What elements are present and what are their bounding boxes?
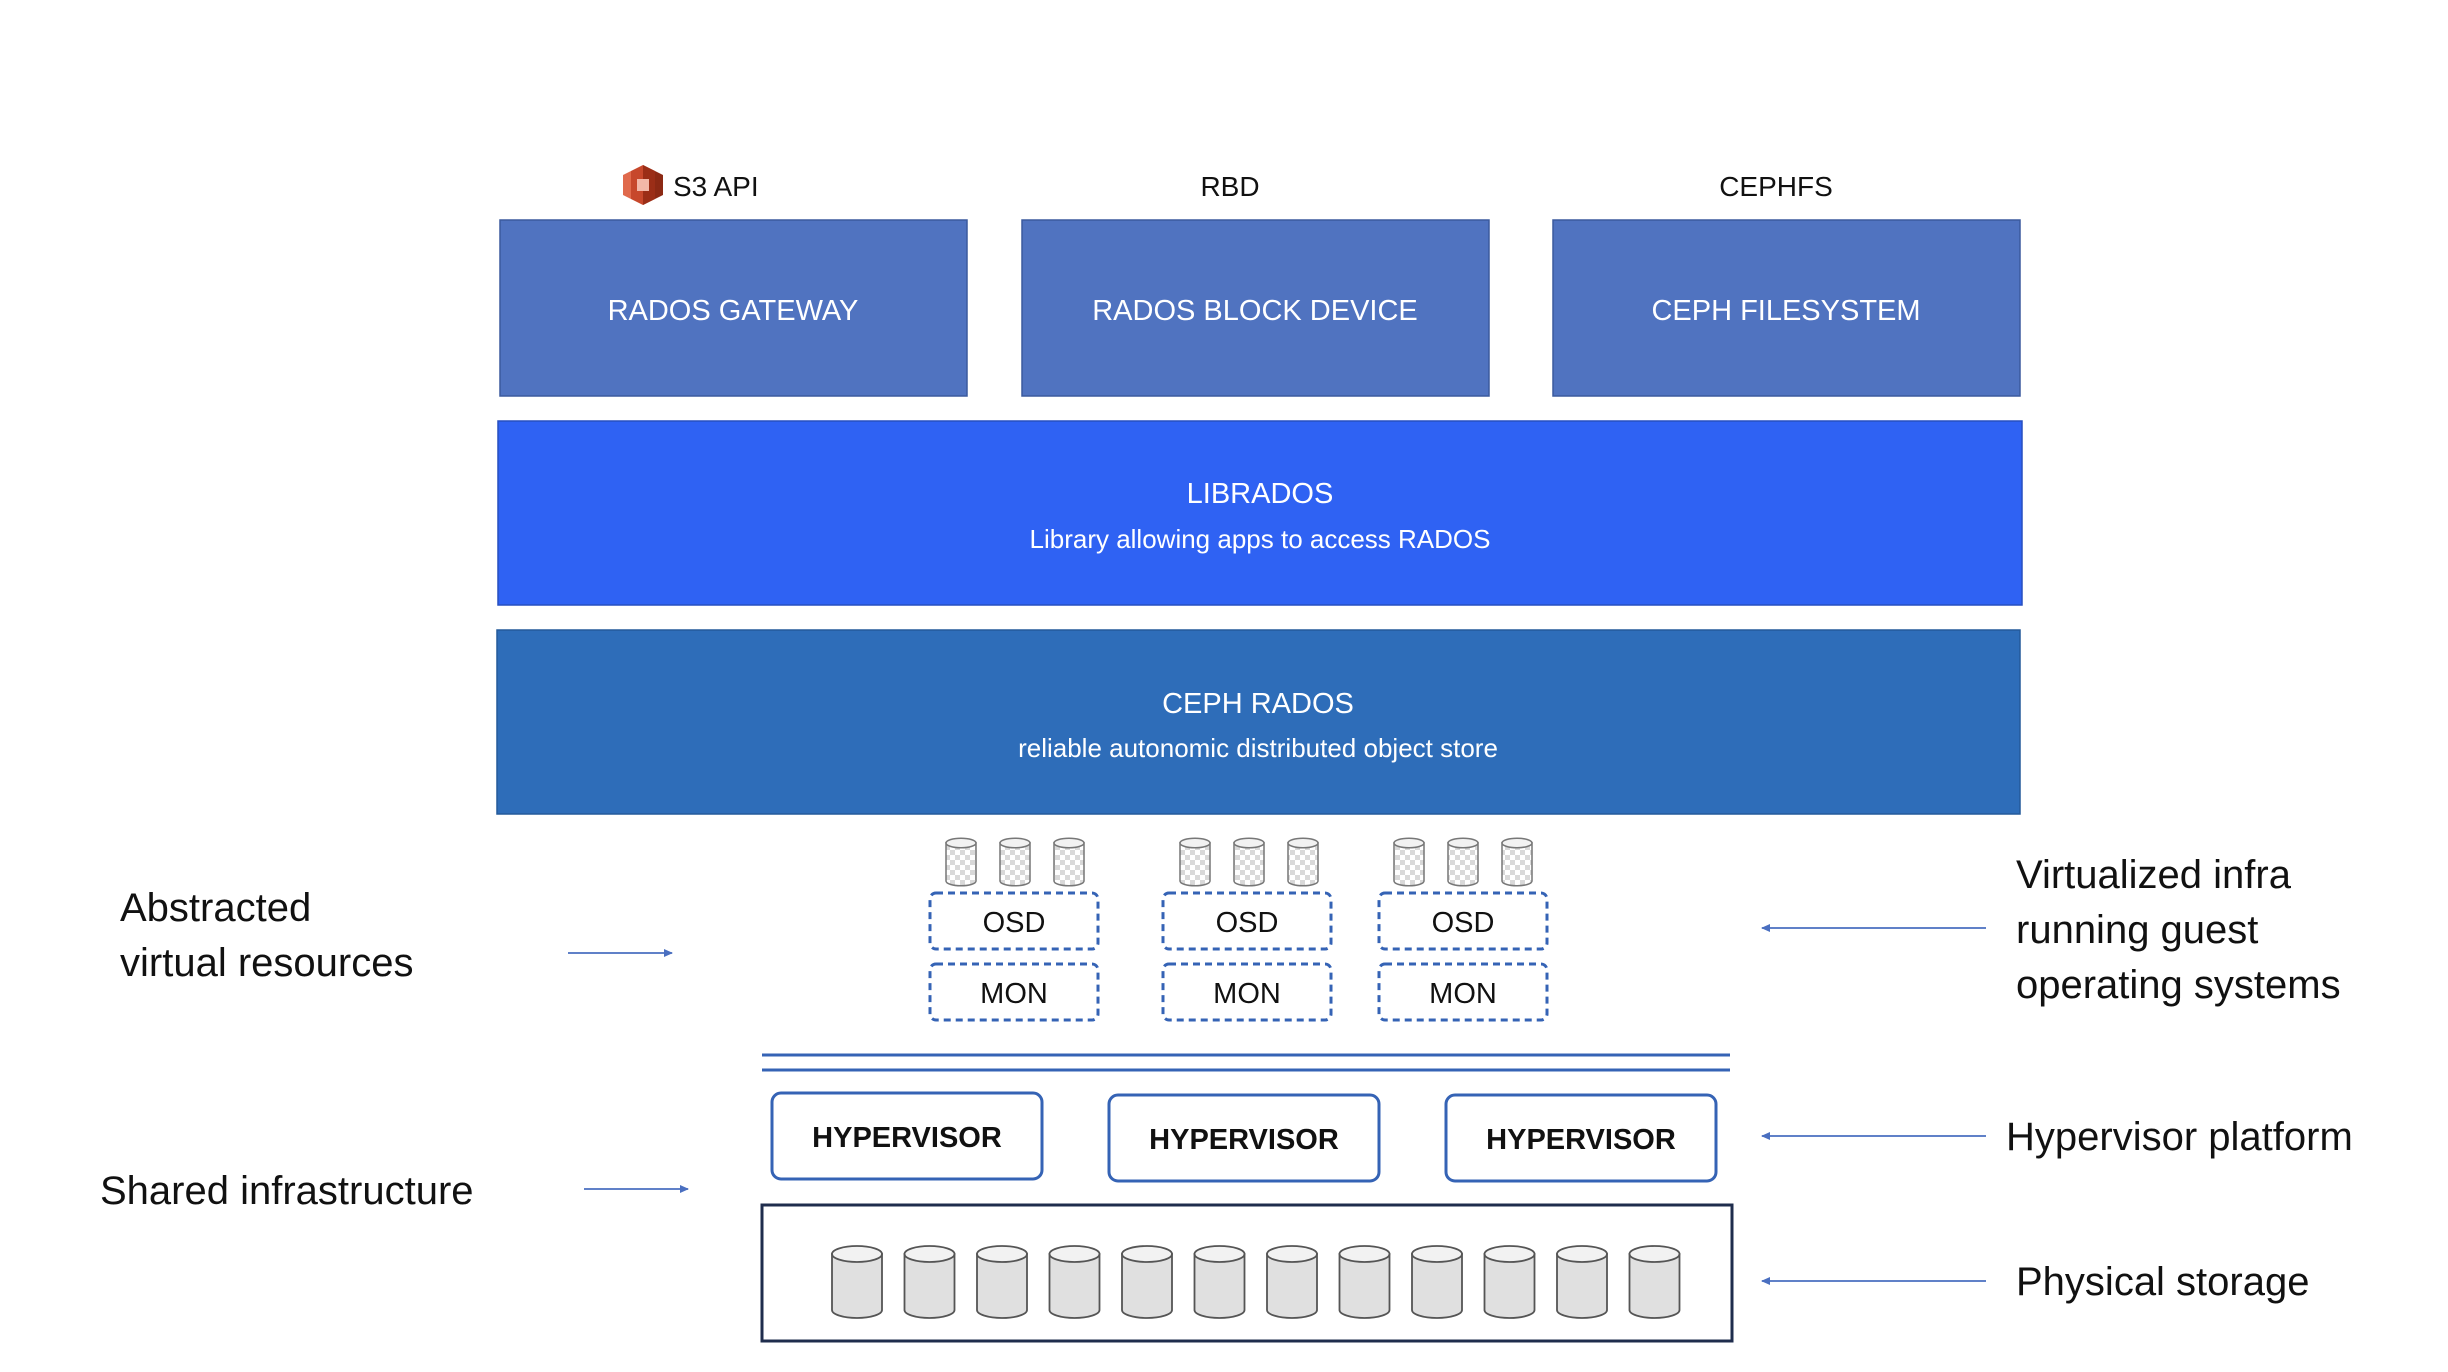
storage-cylinder-icon [1628,1245,1681,1319]
mon-label: MON [980,978,1048,1010]
storage-cylinder-icon [1447,837,1479,887]
rados-block-device-label: RADOS BLOCK DEVICE [1092,295,1418,327]
storage-cylinder-icon [1266,1245,1318,1319]
storage-cylinder-icon [1179,837,1211,887]
abstracted-label-line2: virtual resources [120,941,413,985]
librados-subtitle: Library allowing apps to access RADOS [1030,524,1491,554]
storage-cylinder-icon [1193,1245,1246,1319]
rados-gateway-label: RADOS GATEWAY [608,295,859,327]
cephfs-label: CEPHFS [1719,171,1833,202]
vm-group-3: OSD MON [1377,891,1549,1022]
storage-cylinder-icon [945,837,977,887]
storage-cylinder-icon [1053,837,1085,887]
vm-disk-group [945,837,1533,887]
storage-cylinder-icon [1338,1245,1391,1319]
s3-icon [623,165,663,205]
storage-cylinder-icon [1411,1245,1463,1319]
hypervisor-label: HYPERVISOR [1486,1124,1676,1156]
vm-group-2: OSD MON [1161,891,1333,1022]
physical-storage-box [760,1203,1734,1343]
ceph-rados-title: CEPH RADOS [1162,688,1354,720]
mon-label: MON [1213,978,1281,1010]
librados-box: LIBRADOS Library allowing apps to access… [497,420,2023,606]
storage-cylinder-icon [831,1245,883,1319]
ceph-filesystem-box: CEPH FILESYSTEM [1552,219,2021,397]
vm-group-1: OSD MON [928,891,1100,1022]
virtualized-label-line1: Virtualized infra [2016,853,2292,897]
storage-cylinder-icon [976,1245,1028,1319]
storage-cylinder-icon [1501,837,1533,887]
rados-gateway-box: RADOS GATEWAY [499,219,968,397]
abstracted-label-line1: Abstracted [120,886,311,930]
osd-label: OSD [983,907,1046,939]
hypervisor-box-3: HYPERVISOR [1444,1093,1718,1183]
storage-cylinder-icon [903,1245,956,1319]
storage-cylinder-icon [1287,837,1319,887]
ceph-filesystem-label: CEPH FILESYSTEM [1651,295,1920,327]
rados-block-device-box: RADOS BLOCK DEVICE [1021,219,1490,397]
virtualized-label-line3: operating systems [2016,963,2341,1007]
virtualized-label-line2: running guest [2016,908,2258,952]
shared-infrastructure-label: Shared infrastructure [100,1169,474,1213]
ceph-rados-box: CEPH RADOS reliable autonomic distribute… [496,629,2021,815]
storage-cylinder-icon [999,837,1031,887]
mon-label: MON [1429,978,1497,1010]
storage-cylinder-icon [1233,837,1265,887]
storage-cylinder-icon [1393,837,1425,887]
ceph-rados-subtitle: reliable autonomic distributed object st… [1018,733,1498,763]
osd-label: OSD [1432,907,1495,939]
hypervisor-box-2: HYPERVISOR [1107,1093,1381,1183]
physical-disk-row [831,1245,1681,1319]
librados-title: LIBRADOS [1187,478,1334,510]
storage-cylinder-icon [1483,1245,1536,1319]
hypervisor-box-1: HYPERVISOR [770,1091,1044,1181]
storage-cylinder-icon [1048,1245,1101,1319]
osd-label: OSD [1216,907,1279,939]
physical-storage-label: Physical storage [2016,1260,2309,1304]
hypervisor-label: HYPERVISOR [812,1122,1002,1154]
hypervisor-platform-label: Hypervisor platform [2006,1115,2353,1159]
rbd-label: RBD [1200,171,1259,202]
hypervisor-label: HYPERVISOR [1149,1124,1339,1156]
hypervisor-separator [762,1053,1730,1072]
storage-cylinder-icon [1121,1245,1173,1319]
s3-api-label: S3 API [673,171,759,202]
storage-cylinder-icon [1556,1245,1608,1319]
